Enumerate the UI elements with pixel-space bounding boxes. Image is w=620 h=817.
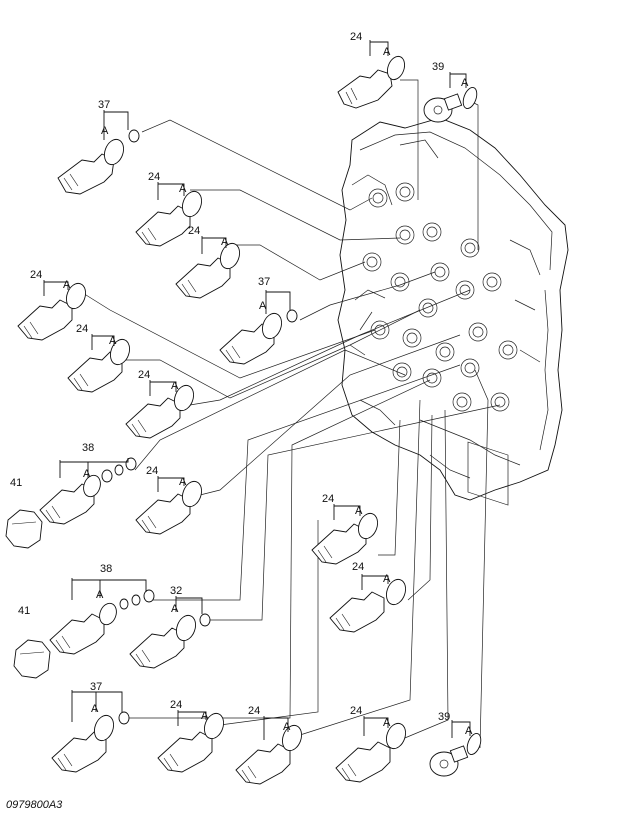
callout-20-sub: A [383, 717, 391, 729]
callout-18-sub: A [201, 710, 209, 722]
callout-13-sub: A [383, 573, 391, 585]
fitting-24-9 [329, 578, 407, 633]
callout-21-num: 39 [438, 711, 450, 723]
fitting-39-top [423, 87, 478, 123]
fitting-24-top [337, 55, 406, 109]
callout-6-num: 37 [258, 276, 270, 288]
callout-9-sub: A [83, 468, 91, 480]
callout-6-sub: A [259, 300, 267, 312]
callout-4-sub: A [221, 236, 229, 248]
fitting-24-3 [175, 242, 241, 299]
callout-13-num: 24 [352, 561, 364, 573]
callout-17-num: 37 [90, 681, 102, 693]
fitting-24-4 [17, 282, 87, 341]
fitting-37-3 [51, 711, 130, 773]
callout-19-num: 24 [248, 705, 260, 717]
plug-41-1 [5, 509, 43, 549]
callout-3-sub: A [179, 183, 187, 195]
fitting-32 [129, 613, 211, 669]
callout-21-sub: A [465, 725, 473, 737]
callout-9-num: 38 [82, 442, 94, 454]
fitting-24-6 [125, 384, 195, 439]
callout-1-sub: A [461, 77, 469, 89]
fitting-39-bottom [429, 733, 482, 777]
callout-10-num: 24 [146, 465, 158, 477]
callout-brackets [43, 40, 471, 740]
callout-labels: 24 A 39 A 37 A 24 A 24 A 24 A 37 A 24 A … [10, 31, 473, 737]
callout-8-num: 24 [138, 369, 150, 381]
callout-7-num: 24 [76, 323, 88, 335]
leader-lines [77, 79, 501, 749]
callout-2-sub: A [101, 125, 109, 137]
callout-18-num: 24 [170, 699, 182, 711]
fitting-37-2 [219, 309, 298, 365]
fitting-38-1 [39, 457, 137, 525]
fitting-24-10 [157, 712, 225, 773]
callout-3-num: 24 [148, 171, 160, 183]
drawing-reference: 0979800A3 [6, 799, 63, 811]
callout-19-sub: A [283, 721, 291, 733]
callout-14-sub: A [96, 589, 104, 601]
fitting-24-8 [311, 512, 379, 565]
callout-10-sub: A [179, 476, 187, 488]
callout-5-sub: A [63, 279, 71, 291]
fitting-37-1 [57, 129, 140, 195]
fitting-24-7 [135, 480, 203, 535]
callout-7-sub: A [109, 335, 117, 347]
callout-2-num: 37 [98, 99, 110, 111]
fitting-24-12 [335, 722, 407, 783]
callout-4-num: 24 [188, 225, 200, 237]
fitting-24-5 [67, 338, 131, 393]
fitting-24-11 [235, 724, 303, 785]
callout-1-num: 39 [432, 61, 444, 73]
fittings [5, 55, 482, 785]
callout-8-sub: A [171, 380, 179, 392]
callout-12-num: 24 [322, 493, 334, 505]
ports [362, 182, 518, 412]
valve-body [337, 117, 569, 506]
callout-12-sub: A [355, 505, 363, 517]
fitting-24-2 [135, 190, 203, 247]
callout-14-num: 38 [100, 563, 112, 575]
callout-20-num: 24 [350, 705, 362, 717]
plug-41-2 [13, 639, 51, 679]
callout-0-sub: A [383, 46, 391, 58]
fitting-38-2 [49, 589, 155, 655]
callout-15-sub: A [171, 603, 179, 615]
callout-17-sub: A [91, 703, 99, 715]
callout-11-num: 41 [10, 477, 22, 489]
callout-16-num: 41 [18, 605, 30, 617]
callout-0-num: 24 [350, 31, 362, 43]
callout-15-num: 32 [170, 585, 182, 597]
callout-5-num: 24 [30, 269, 42, 281]
